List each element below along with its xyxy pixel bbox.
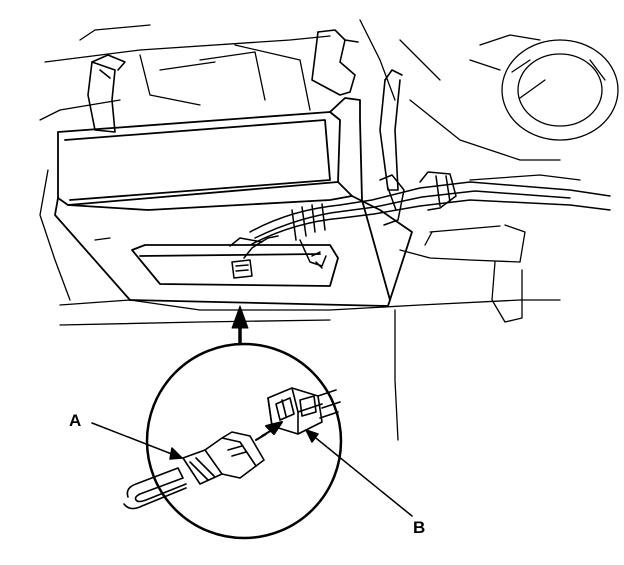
detail-pointer-arrow — [231, 305, 249, 345]
leader-line-b — [305, 429, 413, 517]
connector-plug — [123, 431, 265, 510]
chassis-outline — [39, 19, 581, 441]
harness-connector — [229, 235, 279, 279]
leader-line-a — [91, 422, 183, 459]
wire-harness — [249, 171, 611, 269]
detail-magnifier-circle — [145, 342, 343, 540]
drum-outline — [469, 34, 619, 141]
callout-label-b: B — [413, 518, 426, 537]
left-bracket — [87, 54, 126, 133]
mating-direction-arrow — [255, 421, 283, 441]
leader-arrow-b — [305, 429, 319, 443]
mounting-panel — [54, 97, 361, 301]
leader-arrow-a — [169, 447, 183, 460]
callout-label-a: A — [69, 411, 82, 430]
callout-leaders — [91, 422, 413, 517]
lower-body — [67, 119, 413, 307]
right-bracket — [311, 29, 403, 191]
connector-socket — [267, 387, 341, 435]
